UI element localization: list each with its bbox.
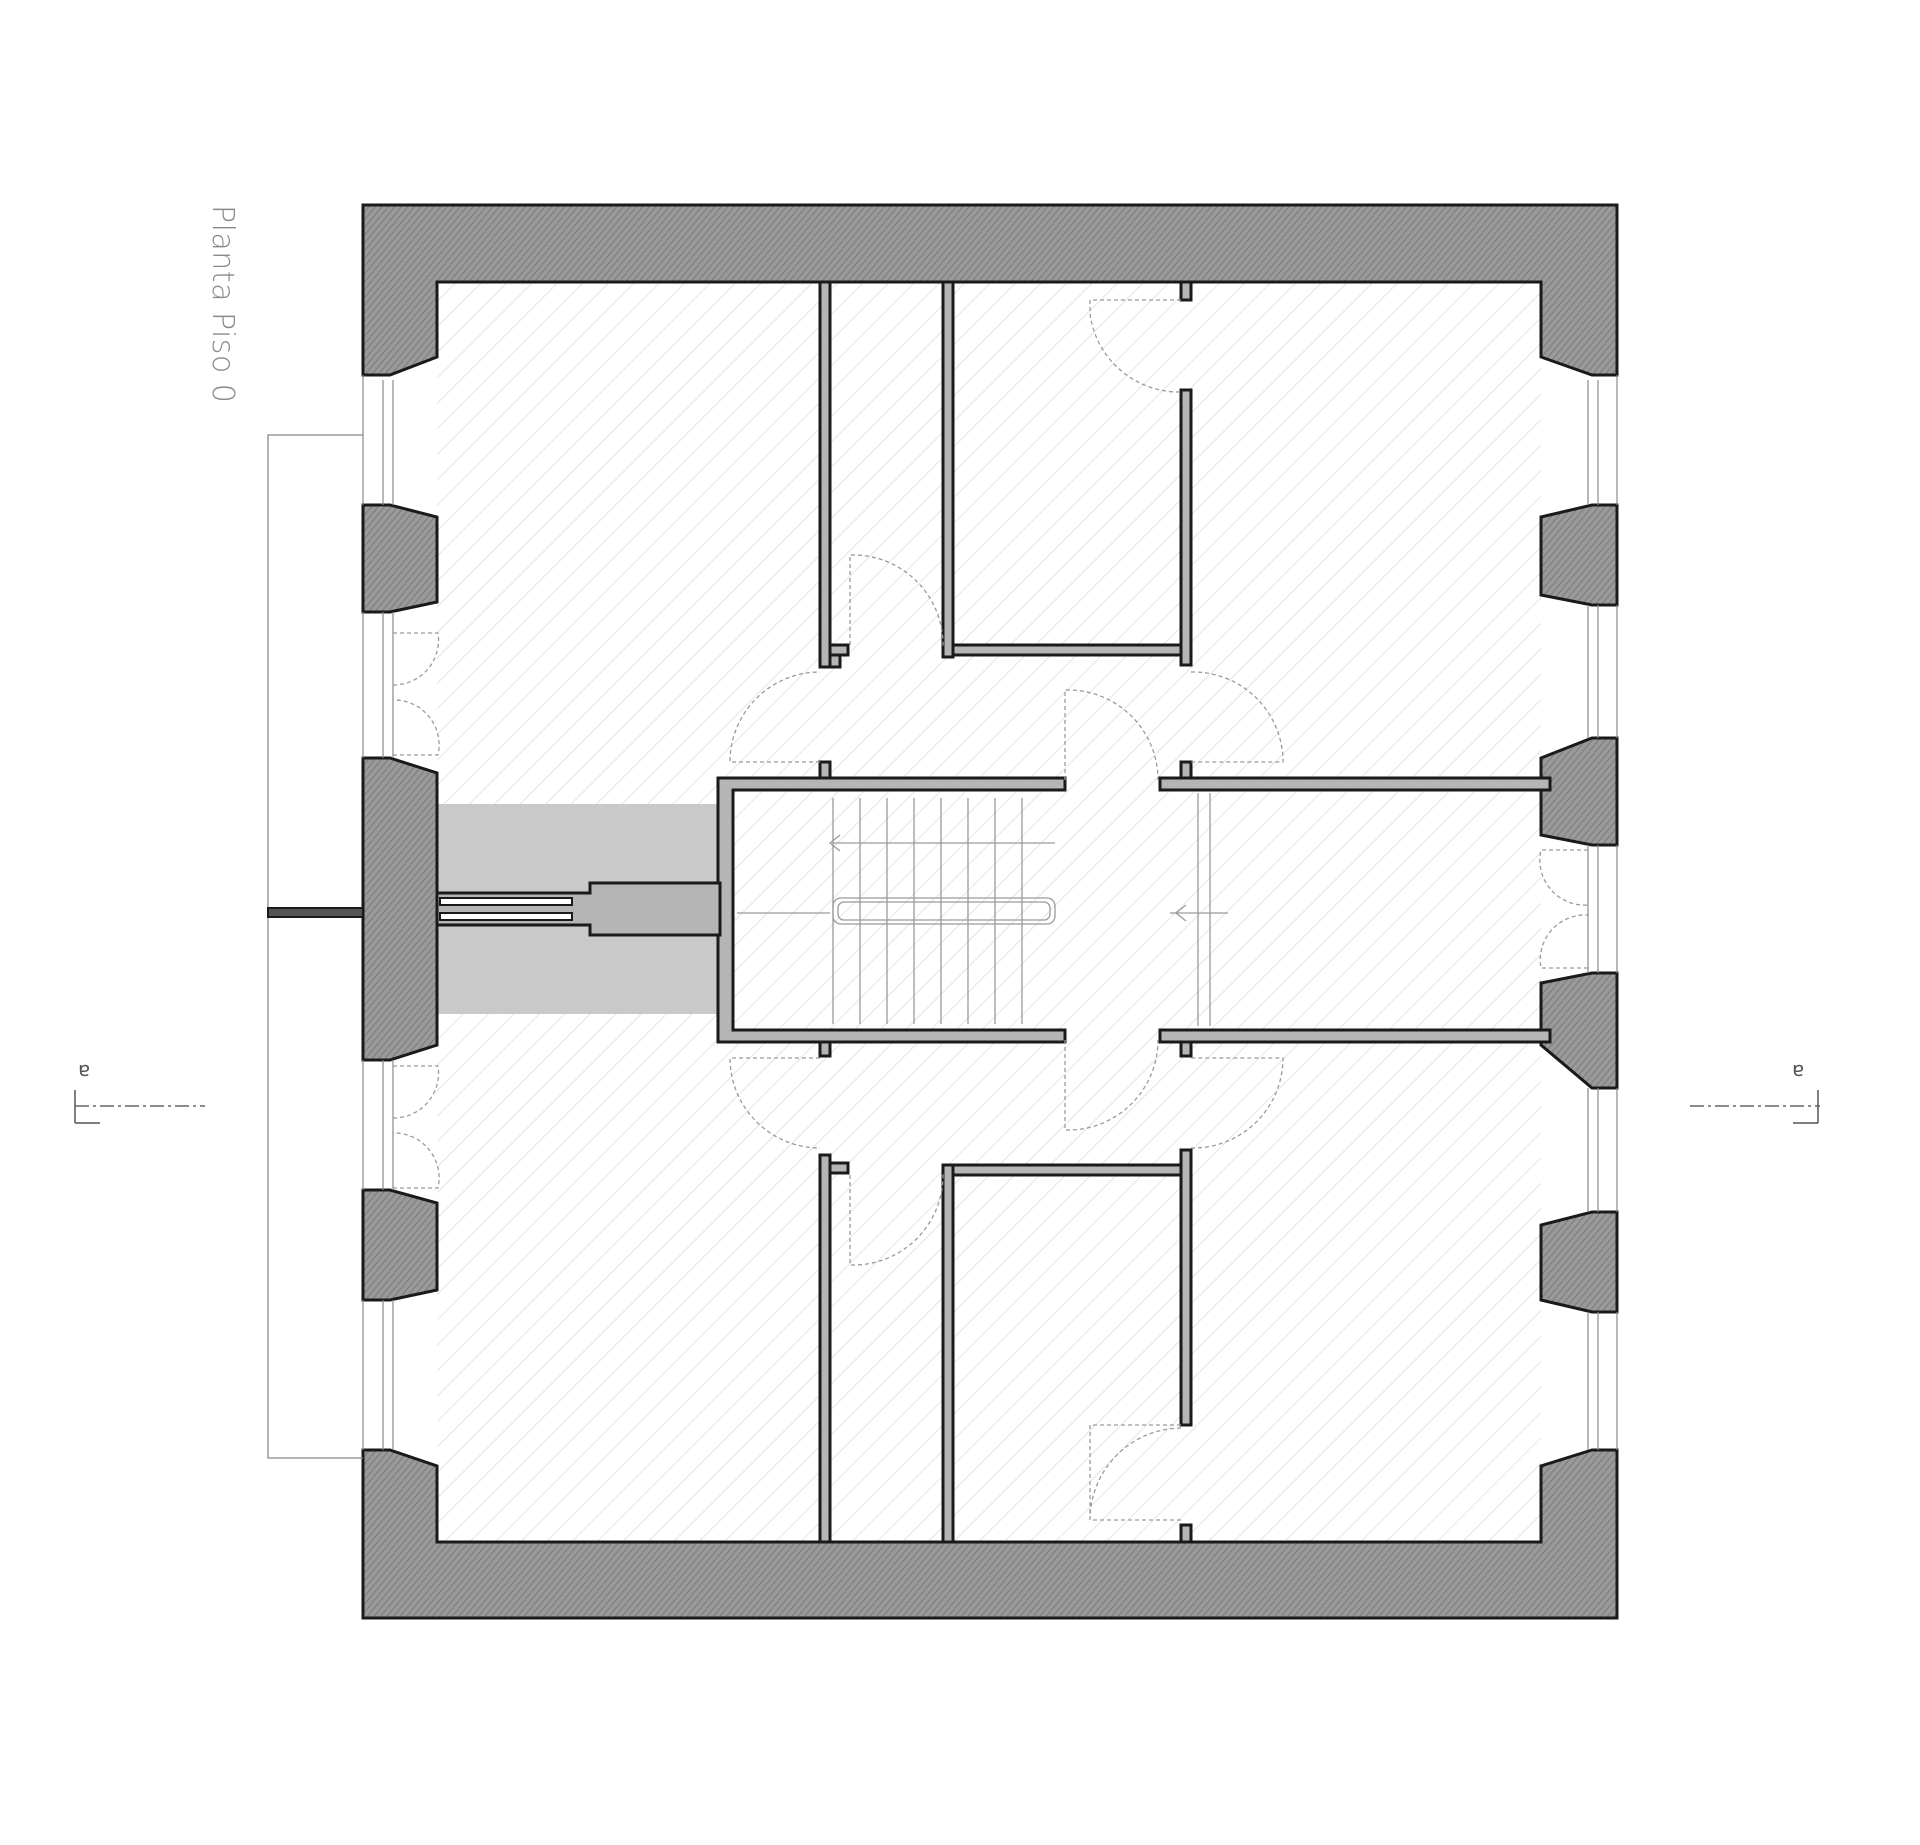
right-wall-piers [1539, 503, 1619, 1314]
balcony-beam [267, 907, 364, 918]
balcony-outline [267, 434, 363, 1459]
left-windows [362, 375, 394, 1450]
section-arrows [74, 1090, 1819, 1124]
interior-walls [435, 280, 1552, 1544]
exterior-walls [361, 203, 1619, 1620]
left-wall-piers [361, 503, 439, 1302]
right-windows [1587, 375, 1618, 1450]
stair-flight [737, 793, 1228, 1026]
spine-slots [439, 897, 573, 921]
door-swings [392, 299, 1589, 1521]
